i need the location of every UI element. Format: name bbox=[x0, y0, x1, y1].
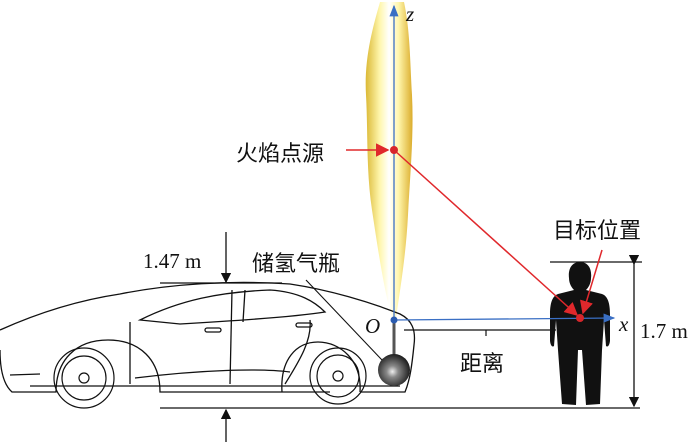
person-height-label: 1.7 m bbox=[640, 319, 688, 343]
origin-point bbox=[390, 316, 398, 324]
flame-source-label: 火焰点源 bbox=[236, 142, 325, 167]
car-wheel-front bbox=[53, 347, 115, 409]
target-point bbox=[576, 314, 584, 322]
distance-label: 距离 bbox=[460, 352, 505, 377]
hydrogen-tank-icon bbox=[378, 354, 410, 386]
person-silhouette bbox=[550, 262, 610, 405]
x-axis-label: x bbox=[619, 312, 629, 336]
radiation-ray bbox=[393, 149, 579, 317]
tank-leader-line bbox=[305, 279, 383, 361]
z-axis-label: z bbox=[406, 2, 415, 26]
target-pointer bbox=[580, 249, 603, 315]
car-wheel-rear bbox=[309, 347, 367, 405]
flame bbox=[365, 2, 413, 318]
hydrogen-tank-label: 储氢气瓶 bbox=[252, 252, 341, 277]
origin-label: O bbox=[365, 314, 381, 338]
target-position-label: 目标位置 bbox=[553, 219, 642, 244]
flame-point-source bbox=[390, 146, 398, 154]
car-height-label: 1.47 m bbox=[143, 249, 202, 273]
